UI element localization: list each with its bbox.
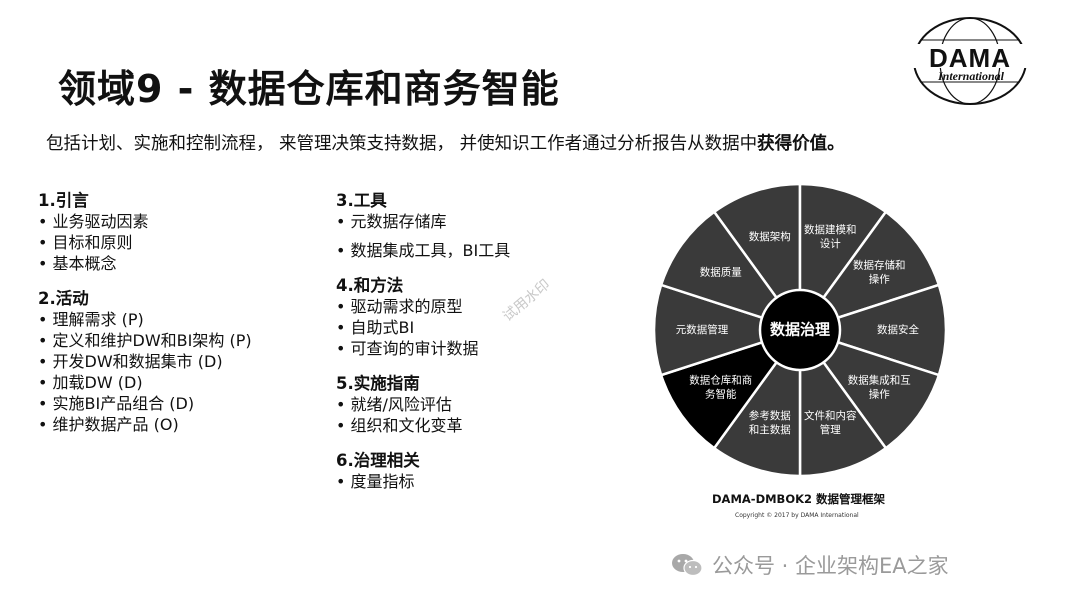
right-column: 3.工具 • 元数据存储库 • 数据集成工具，BI工具 4.和方法 • 驱动需求… (336, 190, 510, 506)
section-heading: 4.和方法 (336, 276, 404, 295)
list-item: • 元数据存储库 (336, 212, 447, 231)
wheel-segment (798, 182, 888, 334)
wheel-segment-label: 数据存储和操作 (853, 258, 906, 285)
section-heading: 1.引言 (38, 191, 89, 210)
list-item: • 数据集成工具，BI工具 (336, 241, 511, 260)
wheel-segment-label: 数据仓库和商务智能 (689, 374, 752, 401)
wheel-segment-label: 参考数据和主数据 (749, 409, 791, 436)
list-item: • 目标和原则 (38, 233, 133, 252)
wheel-segment-label: 数据安全 (877, 323, 919, 336)
list-item: • 开发DW和数据集市 (D) (38, 352, 223, 371)
wheel-segment-label: 元数据管理 (676, 323, 729, 336)
list-item: • 组织和文化变革 (336, 416, 463, 435)
list-item: • 度量指标 (336, 472, 415, 491)
wheel-segment (712, 326, 802, 478)
section-methods: 4.和方法 • 驱动需求的原型 • 自助式BI • 可查询的审计数据 (336, 275, 510, 359)
list-item: • 自助式BI (336, 318, 415, 337)
wheel-segment-label: 数据质量 (700, 265, 742, 278)
footer-text: 公众号 · 企业架构EA之家 (712, 554, 949, 578)
wheel-segment-label: 文件和内容管理 (804, 409, 857, 436)
section-activities: 2.活动 • 理解需求 (P) • 定义和维护DW和BI架构 (P) • 开发D… (38, 288, 252, 435)
section-heading: 6.治理相关 (336, 451, 420, 470)
section-guidelines: 5.实施指南 • 就绪/风险评估 • 组织和文化变革 (336, 373, 510, 436)
wheel-segment (659, 210, 804, 333)
dmbok-wheel: 数据架构数据建模和设计数据存储和操作数据安全数据集成和互操作文件和内容管理参考数… (652, 182, 948, 478)
wheel-segment-label: 数据集成和互操作 (848, 374, 911, 401)
wheel-center (758, 288, 842, 372)
wheel-segment (798, 326, 888, 478)
section-tools: 3.工具 • 元数据存储库 • 数据集成工具，BI工具 (336, 190, 510, 261)
list-item: • 基本概念 (38, 254, 117, 273)
wechat-icon (672, 554, 703, 577)
section-intro: 1.引言 • 业务驱动因素 • 目标和原则 • 基本概念 (38, 190, 252, 274)
list-item: • 加载DW (D) (38, 373, 143, 392)
list-item: • 维护数据产品 (O) (38, 415, 179, 434)
list-item: • 定义和维护DW和BI架构 (P) (38, 331, 252, 350)
section-governance: 6.治理相关 • 度量指标 (336, 450, 510, 492)
svg-text:International: International (937, 69, 1005, 83)
list-item: • 可查询的审计数据 (336, 339, 479, 358)
wheel-caption: DAMA-DMBOK2 数据管理框架 (712, 492, 886, 506)
section-heading: 5.实施指南 (336, 374, 420, 393)
wheel-segment (796, 327, 941, 450)
list-item: • 业务驱动因素 (38, 212, 149, 231)
wheel-copyright: Copyright © 2017 by DAMA International (735, 512, 859, 519)
svg-text:DAMA: DAMA (929, 43, 1011, 73)
footer-watermark: 公众号 · 企业架构EA之家 (670, 550, 949, 580)
wheel-segment (796, 210, 941, 333)
wheel-segment-label: 数据建模和设计 (804, 223, 857, 250)
list-item: • 理解需求 (P) (38, 310, 144, 329)
list-item: • 驱动需求的原型 (336, 297, 463, 316)
wheel-segment (659, 327, 804, 450)
list-item: • 就绪/风险评估 (336, 395, 452, 414)
subtitle-emphasis: 获得价值。 (757, 134, 845, 154)
section-heading: 2.活动 (38, 289, 89, 308)
wheel-segment (795, 283, 948, 377)
wheel-segment-label: 数据架构 (749, 230, 791, 243)
wheel-center-label: 数据治理 (770, 321, 830, 339)
wheel-segment (652, 283, 805, 377)
list-item: • 实施BI产品组合 (D) (38, 394, 195, 413)
subtitle: 包括计划、实施和控制流程， 来管理决策支持数据， 并使知识工作者通过分析报告从数… (46, 130, 845, 155)
left-column: 1.引言 • 业务驱动因素 • 目标和原则 • 基本概念 2.活动 • 理解需求… (38, 190, 252, 449)
dama-logo: DAMA International (909, 17, 1031, 105)
wheel-segment (712, 182, 802, 334)
subtitle-text: 包括计划、实施和控制流程， 来管理决策支持数据， 并使知识工作者通过分析报告从数… (46, 134, 758, 154)
section-heading: 3.工具 (336, 191, 387, 210)
page-title: 领域9 - 数据仓库和商务智能 (58, 67, 560, 111)
